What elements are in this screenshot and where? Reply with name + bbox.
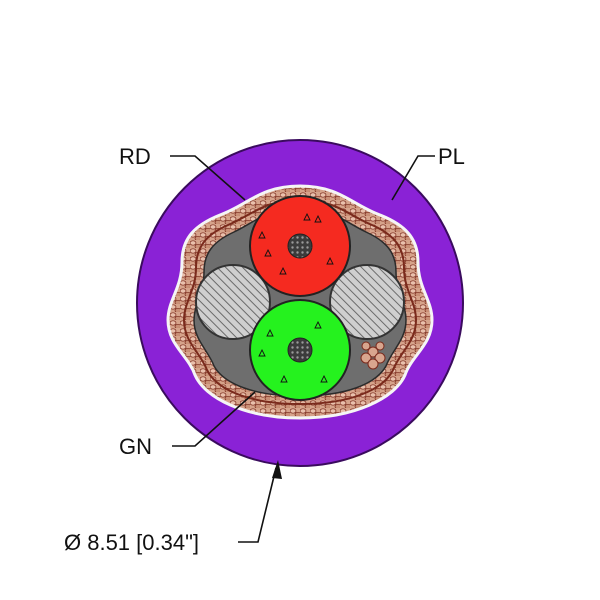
leader-diameter [238,467,277,543]
leader-gn [172,391,256,447]
label-rd: RD [119,144,151,169]
filler-right [329,264,405,340]
leader-rd [170,155,246,201]
label-gn: GN [119,434,152,459]
drain-wire-bundle [360,341,386,370]
red-conductor [249,195,351,297]
label-pl: PL [438,144,465,169]
diameter-arrowhead [272,460,282,479]
leader-pl [391,155,435,201]
shield-inner-edge [182,198,418,406]
green-conductor [249,299,351,401]
filler-left [195,264,271,340]
label-diameter: Ø 8.51 [0.34"] [64,530,199,555]
